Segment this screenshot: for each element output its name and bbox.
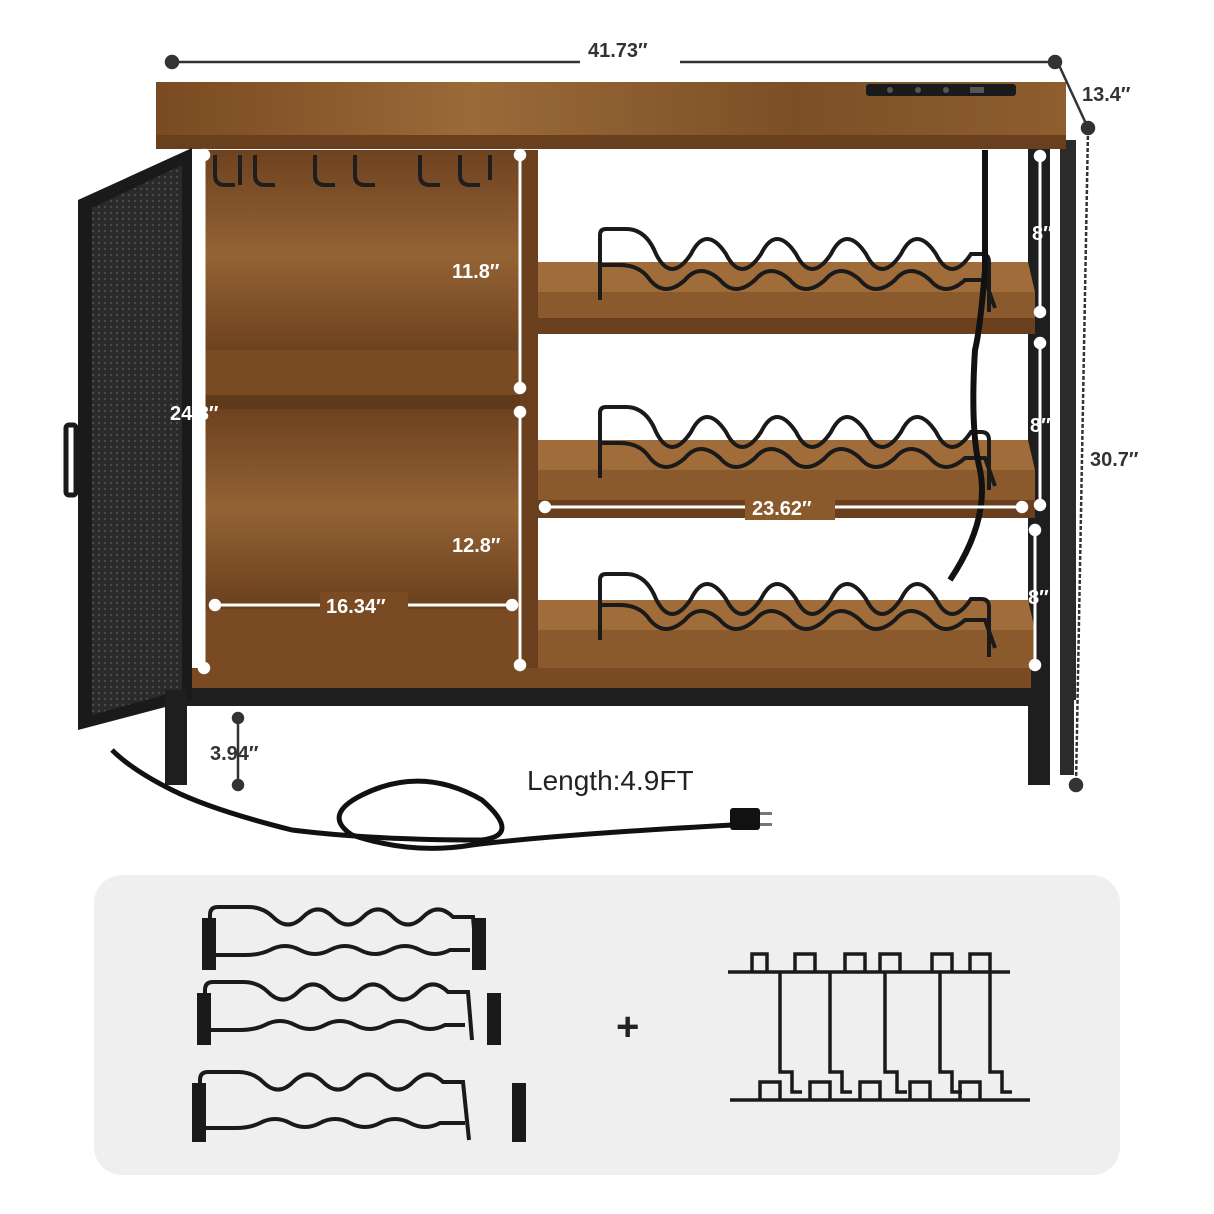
upper-compartment-label: 11.8″ bbox=[452, 261, 500, 283]
leg-right-front bbox=[1028, 690, 1050, 785]
lower-compartment-label: 12.8″ bbox=[452, 535, 501, 557]
power-cord bbox=[110, 748, 772, 851]
shelf-gap-3-label: 8″ bbox=[1028, 587, 1049, 609]
accessory-panel bbox=[94, 875, 1120, 1175]
plus-sign: + bbox=[616, 1005, 639, 1049]
center-divider bbox=[520, 150, 538, 675]
mesh-door bbox=[63, 148, 192, 730]
cord-length-label: Length:4.9FT bbox=[527, 765, 694, 796]
depth-label: 13.4″ bbox=[1082, 84, 1131, 106]
door-handle bbox=[63, 422, 79, 498]
wine-rack-3 bbox=[598, 572, 997, 657]
cabinet-width-label: 16.34″ bbox=[326, 596, 386, 618]
wine-rack-1 bbox=[598, 227, 997, 312]
rack-width-label: 23.62″ bbox=[752, 498, 812, 520]
cabinet-height-label: 24.8″ bbox=[170, 403, 219, 425]
wine-rack-accessory-set bbox=[192, 905, 526, 1142]
leg-back-right bbox=[1060, 690, 1074, 775]
cabinet-back-upper bbox=[205, 150, 520, 360]
leg-height-label: 3.94″ bbox=[210, 743, 259, 765]
power-outlet-strip bbox=[866, 84, 1016, 96]
width-label: 41.73″ bbox=[588, 40, 648, 62]
cabinet-middle-shelf-edge bbox=[205, 395, 520, 409]
shelf-gap-1-label: 8″ bbox=[1032, 223, 1053, 245]
shelf-gap-2-label: 8″ bbox=[1030, 415, 1051, 437]
cabinet-bottom-shelf bbox=[205, 609, 525, 669]
bottom-panel bbox=[186, 668, 1031, 690]
leg-left-door-side bbox=[165, 690, 187, 785]
glass-hanger-rail bbox=[213, 155, 492, 187]
cabinet-back-lower bbox=[205, 409, 520, 609]
cabinet bbox=[63, 82, 1076, 785]
wine-rack-2 bbox=[598, 405, 997, 490]
plug-icon bbox=[730, 808, 772, 830]
wine-shelf-1 bbox=[538, 262, 1035, 334]
glass-hanger-accessory bbox=[728, 952, 1030, 1102]
height-label: 30.7″ bbox=[1090, 449, 1139, 471]
top-edge bbox=[156, 135, 1066, 149]
internal-cord bbox=[947, 150, 988, 582]
bottom-frame bbox=[186, 688, 1031, 706]
post-right-back bbox=[1060, 140, 1076, 700]
